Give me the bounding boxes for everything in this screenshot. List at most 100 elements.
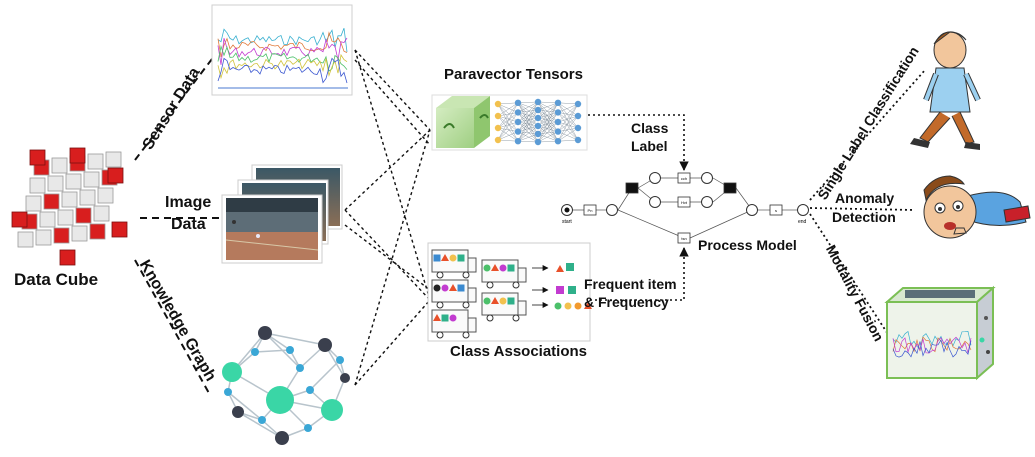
nn-edge [517,112,539,127]
image-data-label-line2: Data [171,216,206,233]
data-cube-label: Data Cube [14,270,99,289]
nn-neuron [534,138,542,146]
nn-edge [517,131,539,143]
nn-edge [517,102,539,143]
nn-edge [537,112,559,119]
process-model-label: Process Model [698,237,797,253]
petri-transition [677,196,691,208]
item-circle [499,264,507,272]
cube-block [39,211,56,228]
nn-edge [537,112,559,143]
sensor-series-line [217,31,348,57]
nn-neuron [514,99,522,107]
nn-edge [517,125,539,142]
nn-edge [517,112,539,119]
cube-block [35,229,52,246]
nn-edge [497,115,519,142]
fusion-series-line [892,336,972,354]
graph-node [222,362,242,382]
nn-edge [537,131,559,135]
graph-node [304,424,312,432]
anomaly-detection-label-line1: Anomaly [835,190,895,206]
graph-edge [237,411,283,439]
nn-edge [557,102,579,129]
item-square [507,264,515,272]
item-triangle [433,314,441,321]
truck-cab [467,257,477,273]
nn-edge [557,102,579,117]
truck-wheel [436,271,444,279]
nn-edge [557,103,579,132]
knowledge-graph-icon [222,326,350,445]
nn-edge [497,103,519,132]
data-cube-icon [11,147,128,266]
petri-arc [689,209,753,239]
truck-cab [517,300,527,316]
nn-edge [497,127,519,132]
nn-edge [537,121,559,127]
sensor-series-line [217,37,348,65]
item-circle [449,314,457,322]
nn-edge [517,101,539,123]
item-triangle [491,264,499,271]
nn-edge [517,121,539,127]
sensor-series-line [217,57,348,84]
paravector-tensors-label: Paravector Tensors [444,66,583,83]
item-triangle [449,284,457,291]
paravector-tensor-icon [431,94,588,151]
process-to-outputs-connectors [809,69,926,346]
nn-neuron [514,118,522,126]
nn-neuron [534,122,542,130]
anomaly-detection-label-line2: Detection [832,209,896,225]
graph-node [251,348,259,356]
nn-edge [517,125,539,132]
petri-start-label: start [562,219,572,225]
nn-edge [517,121,539,143]
nn-edge [517,109,539,113]
nn-edge [557,103,579,123]
cube-block-red [29,149,46,166]
cube-block [93,205,110,222]
nn-edge [537,102,559,143]
nn-edge [497,112,519,129]
nn-edge [497,121,519,141]
petri-transition [677,232,691,244]
nn-edge [537,117,559,123]
graph-edge [254,349,291,353]
item-circle [564,302,572,310]
item-triangle [491,297,499,304]
fusion-series-line [892,339,972,358]
item-plus [556,286,564,294]
petri-place [797,204,809,216]
graph-node [224,388,232,396]
cube-block [83,171,100,188]
petri-token [564,207,570,213]
nn-neuron [494,112,502,120]
nn-edge [537,101,559,132]
nn-edge [497,139,519,142]
nn-edge [517,101,539,103]
cube-block [87,153,104,170]
nn-neuron [554,128,562,135]
nn-edge [557,102,579,141]
cube-block [25,195,42,212]
petri-transition-label: Hvt [681,200,688,205]
petri-transition-label: cch [681,176,687,181]
frequent-item-label-line2: & Frequency [584,294,669,310]
method-to-process-arrows [588,114,689,301]
graph-node [286,346,294,354]
petri-place [649,196,661,208]
item-square [566,263,574,271]
nn-edge [557,127,579,132]
nn-edge [517,112,539,143]
nn-edge [517,109,539,123]
graph-edge [264,332,326,346]
nn-edge [497,115,519,123]
nn-edge [517,112,539,135]
item-circle [574,302,582,310]
nn-edge [557,112,579,117]
petri-transition-label: Pn [588,208,593,213]
nn-neuron [494,100,502,108]
truck-wheel [462,271,470,279]
